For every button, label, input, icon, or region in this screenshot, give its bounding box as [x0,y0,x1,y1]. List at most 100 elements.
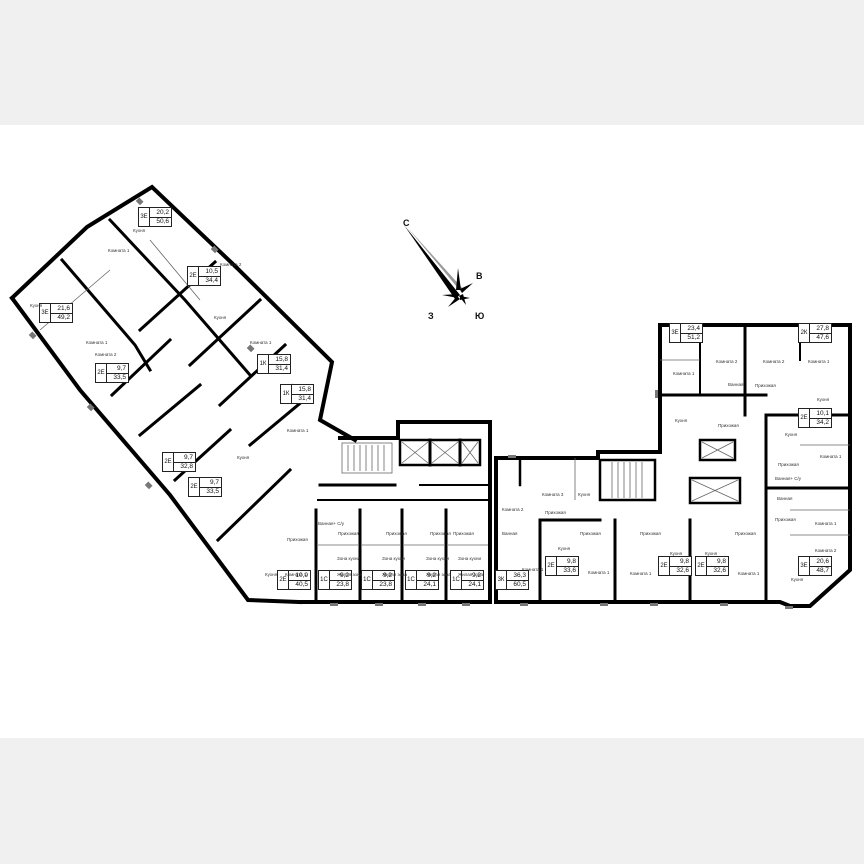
room-label: Прихожая [718,423,739,428]
living-area: 10,9 [288,571,310,581]
room-label: Прихожая [545,510,566,515]
room-label: Прихожая [755,383,776,388]
room-label: Комната 2 [763,359,785,364]
room-label: Прихожая [430,531,451,536]
room-label: Кухня [558,546,571,551]
room-label: Ванная [502,531,518,536]
total-area: 50,6 [156,218,169,225]
room-label: Кухня [237,455,250,460]
room-label: Кухня [791,577,804,582]
room-label: Комната 1 [815,521,837,526]
room-label: Комната 2 [815,548,837,553]
bottom-windows [330,390,793,609]
room-label: Кухня [214,315,227,320]
room-label: Комната 1 [86,340,108,345]
total-area: 33,5 [206,488,219,495]
total-area: 34,4 [205,277,218,284]
total-area: 31,4 [298,395,311,402]
room-label: Комната 1 [522,567,544,572]
living-area: 15,8 [268,355,290,365]
room-label: Комната 1 [588,570,610,575]
room-label: Комната 1 [630,571,652,576]
total-area: 23,8 [379,581,392,588]
total-area: 33,6 [563,567,576,574]
central-block-walls [298,420,492,604]
room-label: Зона кухни [426,556,449,561]
room-label: Прихожая [453,531,474,536]
room-label: Прихожая [580,531,601,536]
total-area: 40,5 [295,581,308,588]
total-area: 34,2 [816,419,829,426]
room-label: Комната 2 [95,352,117,357]
total-area: 32,6 [713,567,726,574]
compass-north-label: С [403,218,410,228]
room-label: Ванная [728,382,744,387]
room-label: Прихожая [778,462,799,467]
room-label: Кухня [265,572,278,577]
room-label: Комната 3 [542,492,564,497]
total-area: 60,5 [513,581,526,588]
total-area: 49,2 [57,314,70,321]
total-area: 51,2 [687,334,700,341]
living-area: 27,8 [809,324,831,334]
room-label: Комната 1 [250,340,272,345]
room-label: Зона кухни [458,556,481,561]
room-label: Комната 1 [673,371,695,376]
room-label: Комната 1 [285,572,307,577]
living-area: 20,2 [149,208,171,218]
living-area: 9,7 [106,364,128,374]
room-label: Комната 1 [808,359,830,364]
room-label: Комната 1 [108,248,130,253]
room-label: Ванная+ С/у [318,521,345,526]
compass-rose [404,225,473,307]
compass-west-label: З [428,311,434,321]
living-area: 9,2 [416,571,438,581]
living-area: 9,8 [706,557,728,567]
room-label: Комната 1 [738,571,760,576]
room-label: Прихожая [287,537,308,542]
living-area: 20,6 [809,557,831,567]
living-area: 9,2 [329,571,351,581]
room-label: Прихожая [386,531,407,536]
total-area: 24,1 [468,581,481,588]
room-label: Кухня [705,551,718,556]
living-area: 23,4 [680,324,702,334]
living-area: 9,2 [461,571,483,581]
room-label: Прихожая [640,531,661,536]
room-label: Жилая зона [337,572,362,577]
total-area: 31,4 [275,365,288,372]
living-area: 9,7 [199,478,221,488]
room-label: Кухня [578,492,591,497]
room-label: Кухня [817,397,830,402]
living-area: 21,6 [50,304,72,314]
room-label: Прихожая [775,517,796,522]
room-label: Комната 1 [287,428,309,433]
compass-east-label: В [476,271,483,281]
room-label: Комната 2 [716,359,738,364]
total-area: 47,6 [816,334,829,341]
living-area: 10,1 [809,409,831,419]
room-label: Прихожая [338,531,359,536]
room-label: Кухня [675,418,688,423]
